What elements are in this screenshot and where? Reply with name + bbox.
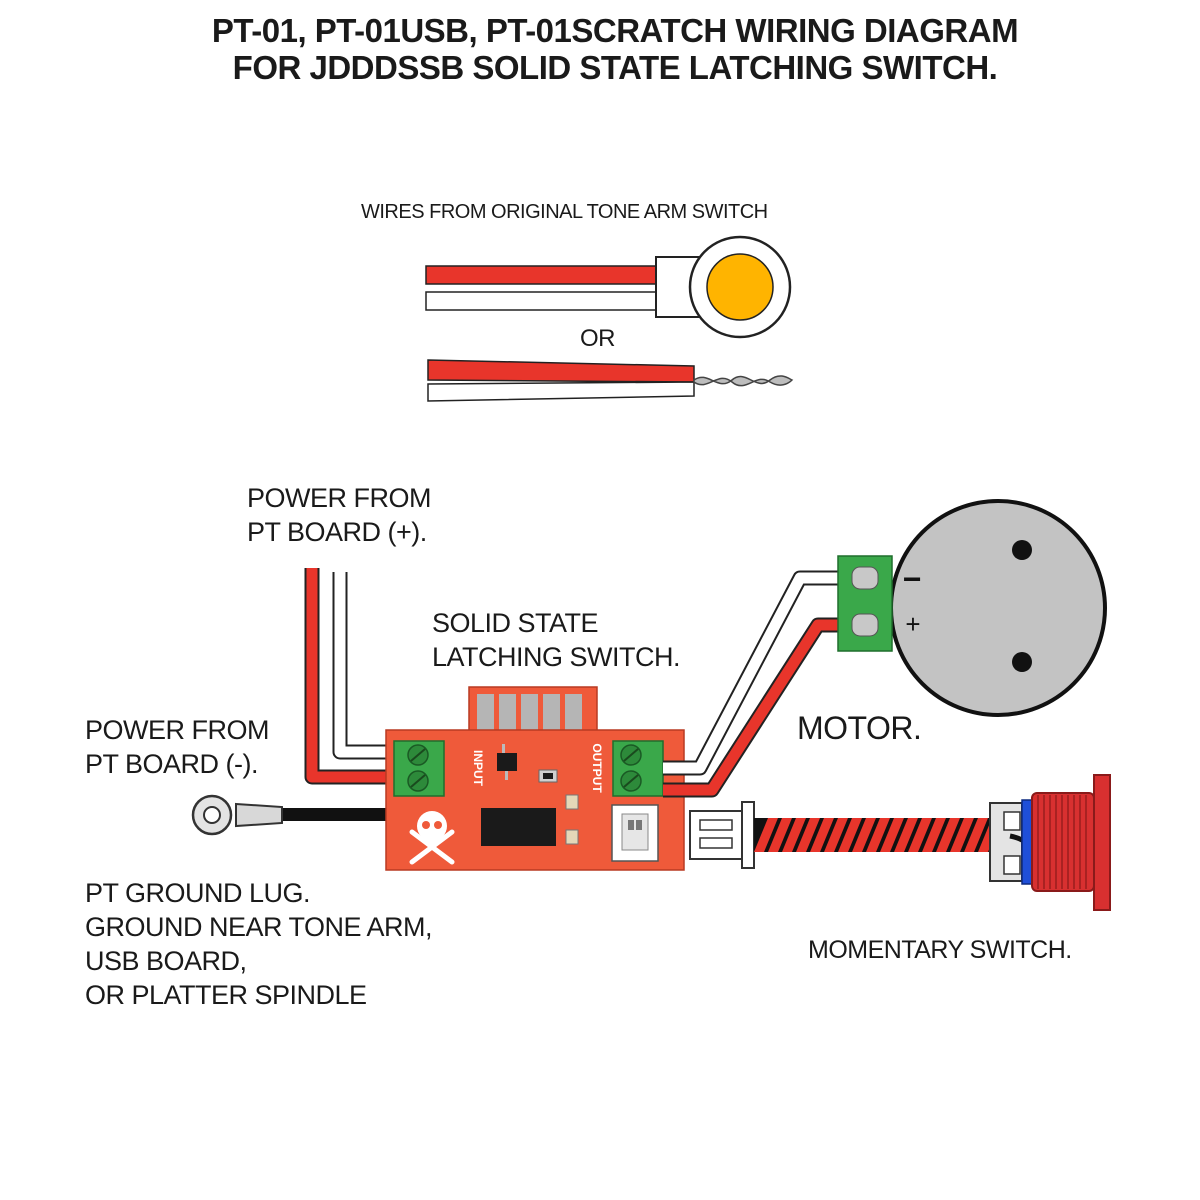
cable-stripe xyxy=(838,818,862,852)
ground-label-line-4: OR PLATTER SPINDLE xyxy=(85,980,367,1010)
latching-switch-board: INPUT OUTPUT xyxy=(385,686,685,871)
cable-stripe xyxy=(866,818,890,852)
white-wire xyxy=(427,381,695,402)
cable-stripe xyxy=(768,818,792,852)
jst-plug xyxy=(689,810,743,860)
diagram-title-line-1: PT-01, PT-01USB, PT-01SCRATCH WIRING DIA… xyxy=(211,12,1019,49)
cable-stripe xyxy=(852,818,876,852)
switch-board-label-line-1: SOLID STATE xyxy=(432,608,599,638)
white-wire xyxy=(425,291,661,311)
motor-plus-mark: + xyxy=(905,609,920,639)
mount-hole xyxy=(1012,540,1032,560)
ic-chip xyxy=(481,808,556,846)
power-plus-label-line-2: PT BOARD (+). xyxy=(247,517,427,547)
diagram-title-line-2: FOR JDDDSSB SOLID STATE LATCHING SWITCH. xyxy=(232,49,998,86)
mount-hole xyxy=(1012,652,1032,672)
white-motor-wire xyxy=(663,572,868,774)
switch-body xyxy=(1031,792,1095,892)
red-wire xyxy=(425,265,661,285)
cable-stripe xyxy=(908,818,932,852)
twisted-wire-ends xyxy=(693,375,794,387)
tone-arm-switch-option-2 xyxy=(427,359,794,402)
motor: − + xyxy=(837,499,1107,717)
motor-body xyxy=(889,499,1107,717)
switch-cap xyxy=(1093,774,1111,911)
cable-stripe xyxy=(782,818,806,852)
momentary-switch xyxy=(989,774,1111,911)
yellow-button-icon xyxy=(706,253,774,321)
momentary-switch-label: MOMENTARY SWITCH. xyxy=(808,936,1072,964)
switch-cable xyxy=(689,801,1016,869)
skull-crossbones-icon xyxy=(409,811,455,865)
motor-label: MOTOR. xyxy=(797,710,922,746)
power-minus-label-line-2: PT BOARD (-). xyxy=(85,749,259,779)
cable-stripe xyxy=(964,818,988,852)
white-power-wire xyxy=(334,572,420,758)
cable-stripe xyxy=(824,818,848,852)
tone-arm-switch-option-1 xyxy=(425,235,792,339)
cable-stripe xyxy=(922,818,946,852)
cable-stripe xyxy=(810,818,834,852)
input-text: INPUT xyxy=(471,750,485,787)
cable-stripe xyxy=(936,818,960,852)
motor-minus-mark: − xyxy=(903,561,922,597)
tone-arm-wires-label: WIRES FROM ORIGINAL TONE ARM SWITCH xyxy=(361,201,768,223)
ground-label-line-2: GROUND NEAR TONE ARM, xyxy=(85,912,433,942)
ground-lug xyxy=(191,794,413,836)
power-plus-label-line-1: POWER FROM xyxy=(247,483,432,513)
ground-label-line-3: USB BOARD, xyxy=(85,946,247,976)
ground-label-line-1: PT GROUND LUG. xyxy=(85,878,311,908)
or-label: OR xyxy=(580,325,616,352)
cable-stripe xyxy=(950,818,974,852)
switch-board-label-line-2: LATCHING SWITCH. xyxy=(432,642,681,672)
red-wire xyxy=(427,359,695,383)
cable-stripe xyxy=(894,818,918,852)
cable-stripe xyxy=(754,818,778,852)
output-text: OUTPUT xyxy=(590,743,604,793)
power-minus-label-line-1: POWER FROM xyxy=(85,715,270,745)
cable-stripe xyxy=(880,818,904,852)
cable-stripe xyxy=(796,818,820,852)
red-power-wire xyxy=(306,568,420,783)
black-ground-wire xyxy=(280,808,392,821)
